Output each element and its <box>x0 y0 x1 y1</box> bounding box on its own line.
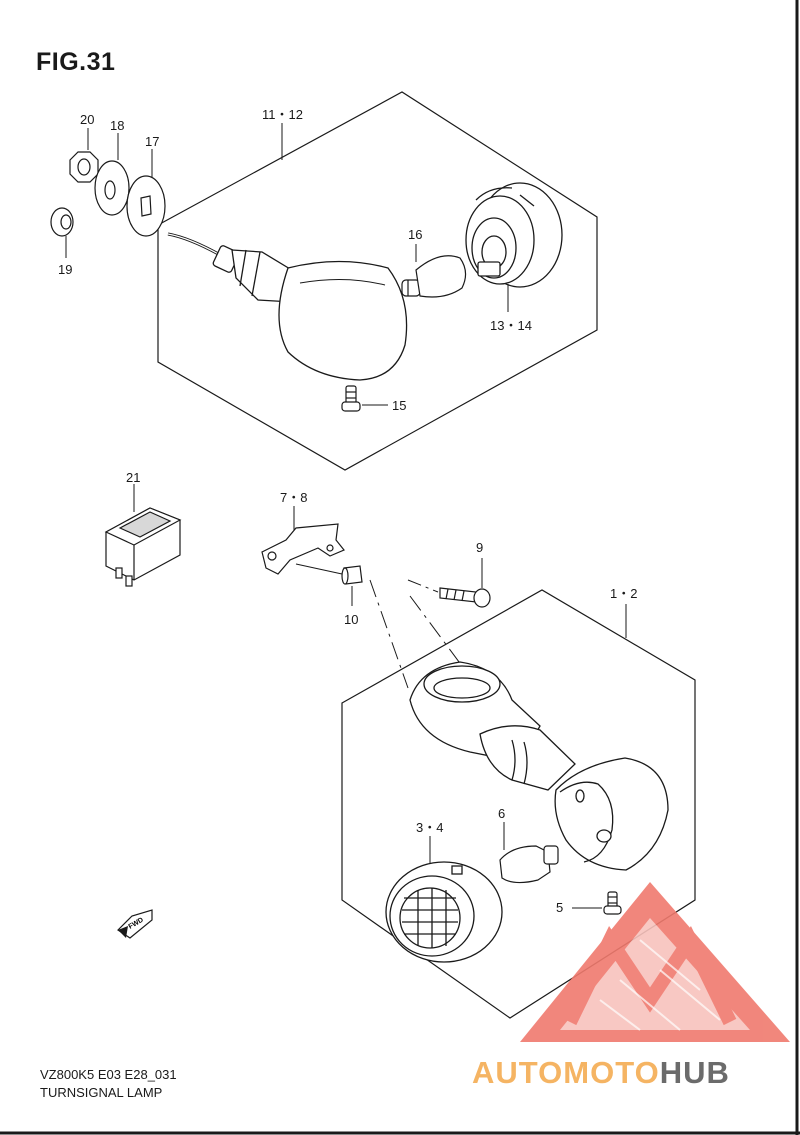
nut-20 <box>69 151 99 183</box>
turnsignal-housing-rear <box>167 232 408 381</box>
turnsignal-housing-clamp <box>409 661 669 871</box>
watermark-text-part1: AUTOMOTO <box>472 1055 660 1090</box>
watermark-text-part2: HUB <box>660 1055 730 1090</box>
washer-17 <box>126 175 166 237</box>
bolt-9 <box>439 587 491 608</box>
callout-6: 6 <box>498 806 505 821</box>
callout-7-8: 7・8 <box>280 490 307 505</box>
callout-19: 19 <box>58 262 72 277</box>
model-code: VZ800K5 E03 E28_031 <box>40 1067 177 1082</box>
callout-15: 15 <box>392 398 406 413</box>
callout-5: 5 <box>556 900 563 915</box>
watermark-text: AUTOMOTOHUB <box>472 1055 730 1090</box>
callout-21: 21 <box>126 470 140 485</box>
forward-arrow-icon <box>117 909 153 939</box>
section-name: TURNSIGNAL LAMP <box>40 1085 163 1100</box>
lamp-rim-13-14 <box>465 182 563 288</box>
callout-3-4: 3・4 <box>416 820 443 835</box>
callout-1-2: 1・2 <box>610 586 637 601</box>
callout-18: 18 <box>110 118 124 133</box>
figure-title: FIG.31 <box>36 48 116 76</box>
callout-10: 10 <box>344 612 358 627</box>
collar-10 <box>341 565 363 585</box>
callout-17: 17 <box>145 134 159 149</box>
screw-5 <box>603 891 622 915</box>
bulb-6 <box>499 845 559 884</box>
callout-13-14: 13・14 <box>490 318 532 333</box>
upper-assembly-outline <box>157 91 598 471</box>
watermark-logo <box>520 882 790 1042</box>
bulb-16 <box>401 255 467 298</box>
lens-3-4 <box>385 861 503 963</box>
bracket-7-8 <box>261 523 345 575</box>
lower-assembly-outline <box>341 589 696 1019</box>
callout-9: 9 <box>476 540 483 555</box>
callout-20: 20 <box>80 112 94 127</box>
callout-16: 16 <box>408 227 422 242</box>
relay-21 <box>104 507 182 587</box>
washer-18 <box>94 160 130 216</box>
screw-15 <box>341 385 361 412</box>
callout-11-12: 11・12 <box>262 107 303 122</box>
nut-19 <box>50 207 74 237</box>
